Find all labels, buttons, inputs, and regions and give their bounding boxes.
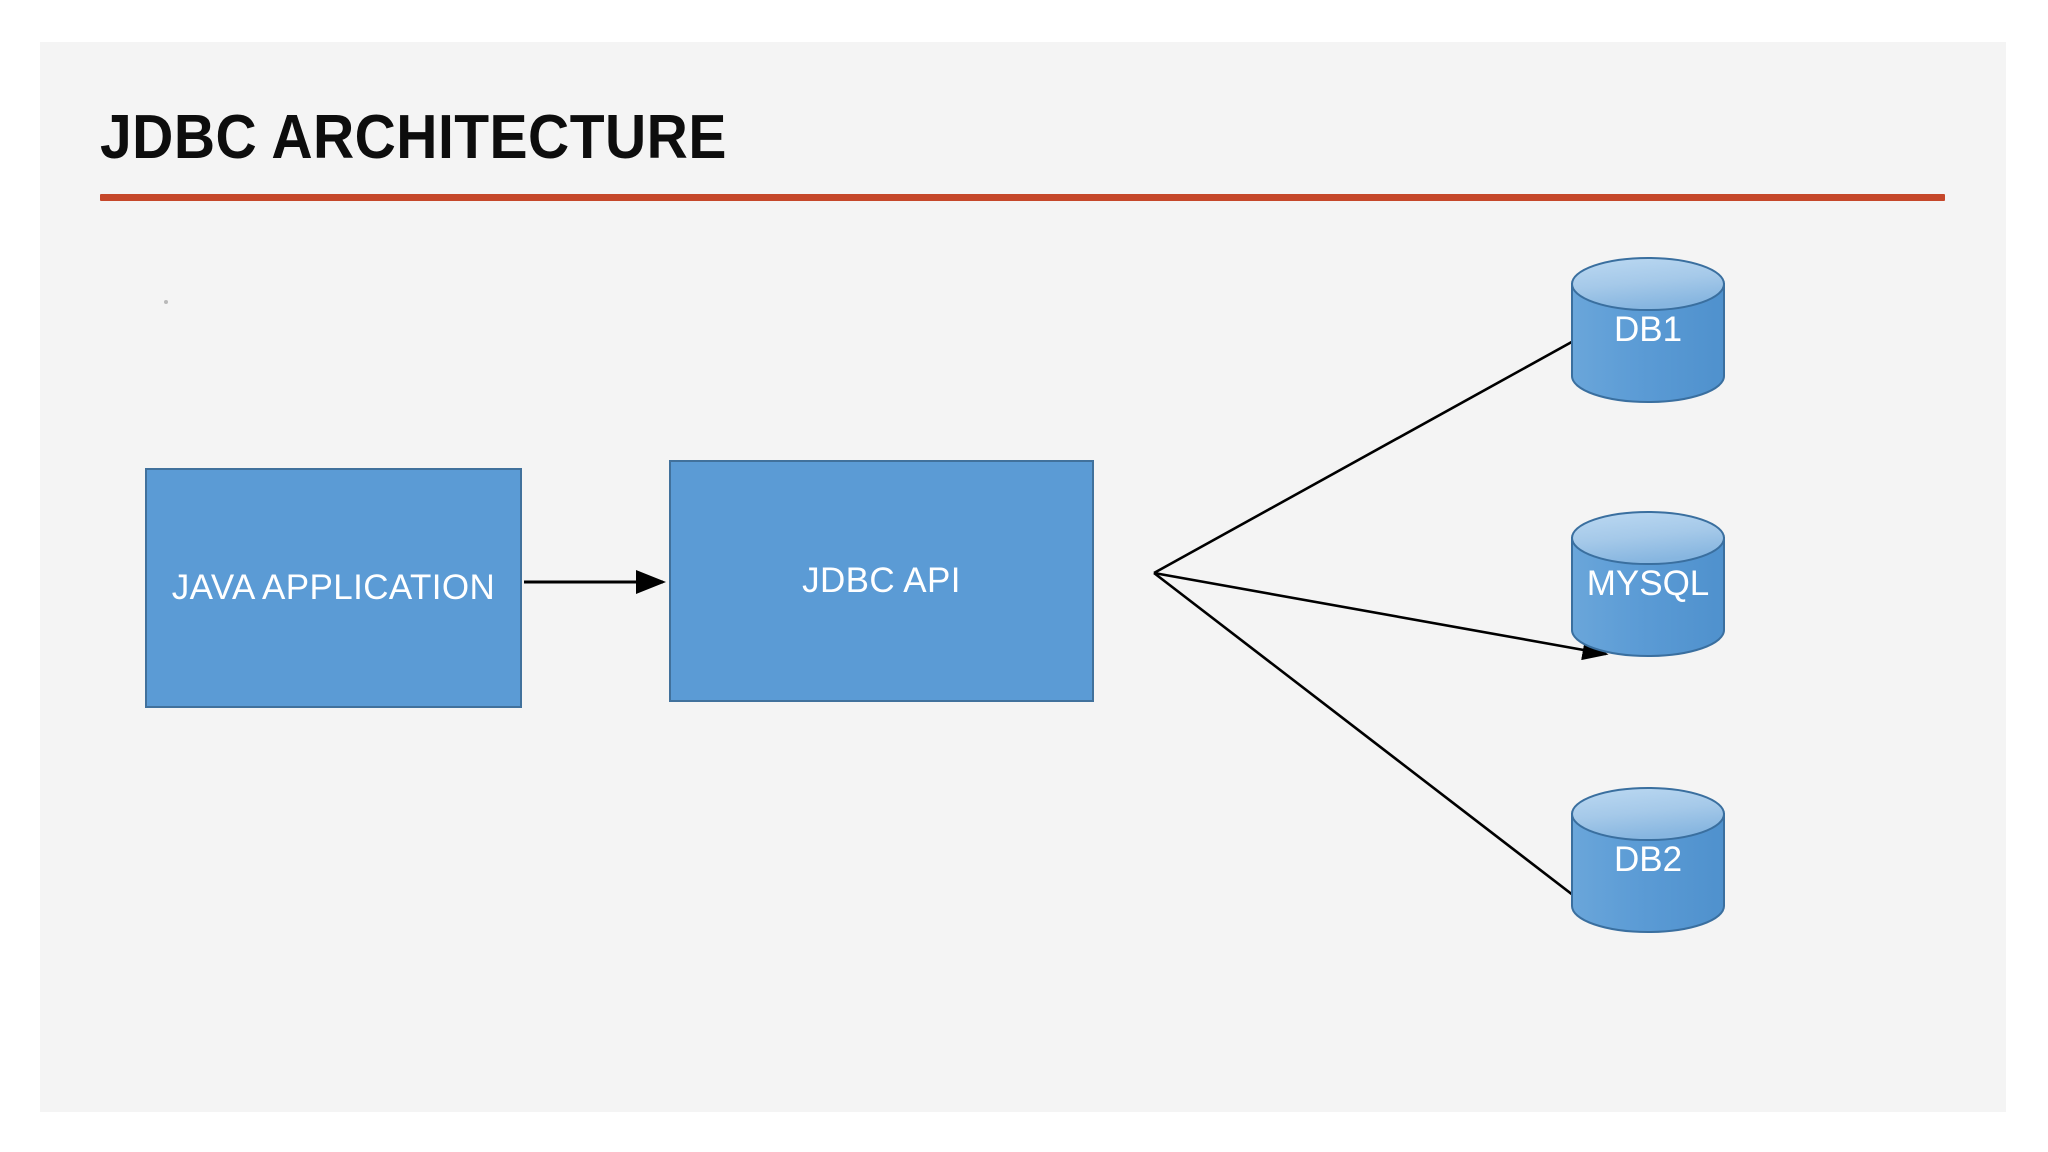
slide-canvas: JDBC ARCHITECTURE J [40,42,2006,1112]
diagram-connectors [524,321,1611,924]
node-mysql[interactable]: MYSQL [1570,510,1726,658]
node-java-application[interactable]: JAVA APPLICATION [145,468,522,708]
node-jdbc-api-label: JDBC API [802,561,961,600]
connector-jdbc-to-db2 [1153,571,1611,924]
connector-jdbc-to-db1 [1153,321,1609,575]
connector-jdbc-to-mysql [1153,571,1609,661]
node-db2[interactable]: DB2 [1570,786,1726,934]
cylinder-shape-icon [1571,257,1725,403]
title-underline-rule [100,194,1945,201]
cylinder-shape-icon [1571,787,1725,933]
node-jdbc-api[interactable]: JDBC API [669,460,1094,702]
stray-dot-artifact [164,300,168,304]
node-db1[interactable]: DB1 [1570,256,1726,404]
page-title: JDBC ARCHITECTURE [100,103,727,172]
node-java-application-label: JAVA APPLICATION [171,568,496,607]
cylinder-shape-icon [1571,511,1725,657]
